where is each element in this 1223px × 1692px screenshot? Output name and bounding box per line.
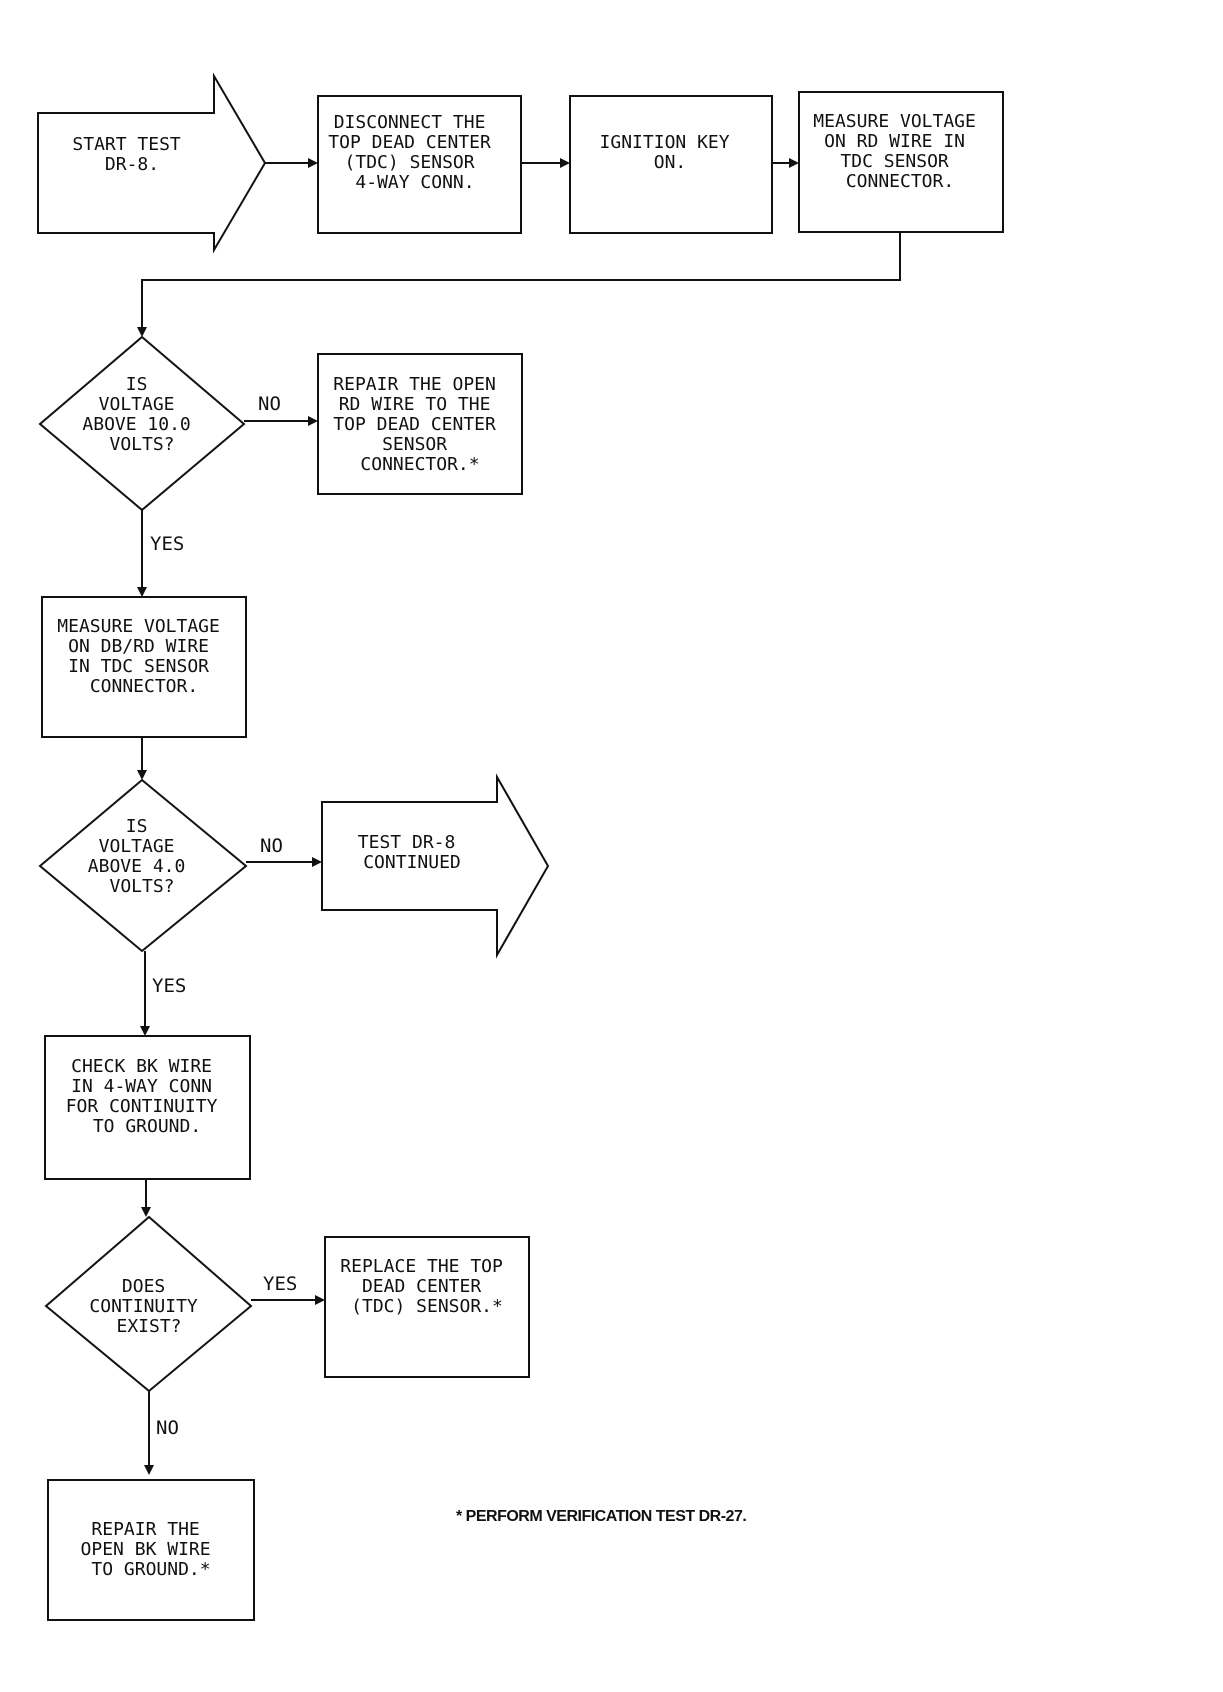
- repair-bk-box: [47, 1479, 255, 1621]
- decision-continuity: [44, 1215, 253, 1393]
- start-arrow: [37, 72, 267, 254]
- label-yes-voltage-10: YES: [150, 533, 184, 555]
- measure-dbrd-box: [41, 596, 247, 738]
- repair-rd-text: REPAIR THE OPEN RD WIRE TO THE TOP DEAD …: [333, 374, 506, 475]
- decision-voltage-4-text: IS VOLTAGE ABOVE 4.0 VOLTS?: [88, 816, 196, 897]
- arrowheads: [137, 158, 799, 1475]
- check-bk-box: [44, 1035, 251, 1180]
- label-no-voltage-4: NO: [260, 835, 283, 857]
- ignition-box: [569, 95, 773, 234]
- repair-bk-text: REPAIR THE OPEN BK WIRE TO GROUND.*: [81, 1519, 222, 1580]
- label-yes-voltage-4: YES: [152, 975, 186, 997]
- continued-text: TEST DR-8 CONTINUED: [358, 832, 466, 873]
- connectors: [141, 162, 901, 1470]
- measure-rd-text: MEASURE VOLTAGE ON RD WIRE IN TDC SENSOR…: [813, 111, 986, 192]
- decision-voltage-10-text: IS VOLTAGE ABOVE 10.0 VOLTS?: [82, 374, 201, 455]
- repair-rd-box: [317, 353, 523, 495]
- measure-dbrd-text: MEASURE VOLTAGE ON DB/RD WIRE IN TDC SEN…: [57, 616, 230, 697]
- start-text: START TEST DR-8.: [72, 134, 191, 175]
- label-no-voltage-10: NO: [258, 393, 281, 415]
- label-yes-continuity: YES: [263, 1273, 297, 1295]
- decision-voltage-4: [38, 778, 248, 953]
- replace-tdc-box: [324, 1236, 530, 1378]
- ignition-text: IGNITION KEY ON.: [600, 132, 741, 173]
- disconnect-box: [317, 95, 522, 234]
- replace-tdc-text: REPLACE THE TOP DEAD CENTER (TDC) SENSOR…: [340, 1256, 513, 1317]
- footnote: * PERFORM VERIFICATION TEST DR-27.: [456, 1508, 746, 1525]
- check-bk-text: CHECK BK WIRE IN 4-WAY CONN FOR CONTINUI…: [66, 1056, 229, 1137]
- label-no-continuity: NO: [156, 1417, 179, 1439]
- decision-voltage-10: [38, 335, 246, 512]
- continued-arrow: [321, 773, 550, 959]
- disconnect-text: DISCONNECT THE TOP DEAD CENTER (TDC) SEN…: [328, 112, 501, 193]
- decision-continuity-text: DOES CONTINUITY EXIST?: [89, 1276, 208, 1337]
- measure-rd-box: [798, 91, 1004, 233]
